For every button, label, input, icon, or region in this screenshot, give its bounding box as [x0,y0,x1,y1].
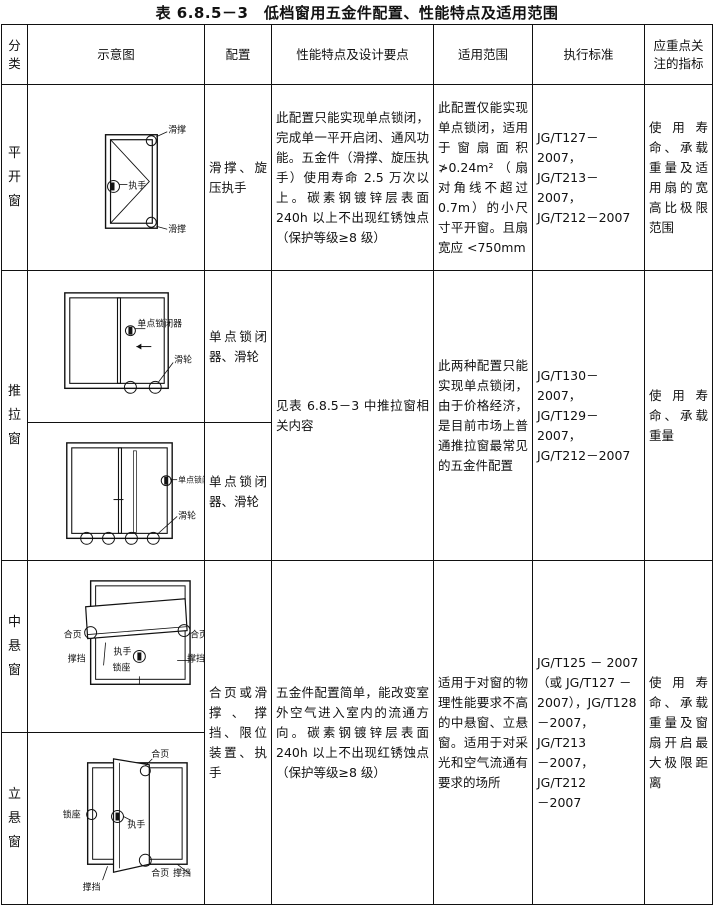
features-pivot: 五金件配置简单，能改变室外空气进入室内的流通方向。碳素钢镀锌层表面 240h 以… [271,560,434,906]
label-slide-top: 滑撑 [168,124,186,136]
category-sliding: 推 拉 窗 [1,269,28,562]
indicators-sliding: 使用寿命、承载重量 [644,269,713,562]
diagram-casement: 滑撑 执手 滑撑 [27,84,205,271]
label-stay-bottom: 撑挡 [83,881,101,893]
indicators-pivot: 使用寿命、承载重量及窗扇开启最大极限距离 [644,560,713,906]
label-stay-right-center: 撑挡 [187,653,204,665]
config-casement: 滑撑、旋压执手 [204,84,272,271]
label-wheel-b: 滑轮 [178,510,196,522]
row-casement: 平 开 窗 滑撑 执手 滑撑 滑撑、旋压执手 此配置只能实现单点锁闭，完成 [1,84,713,271]
row-vertical-pivot: 立 悬 窗 合页 锁座 执手 合页 [1,732,713,906]
header-diagram: 示意图 [27,24,205,85]
header-scope: 适用范围 [433,24,533,85]
header-config: 配置 [204,24,272,85]
standard-casement: JG/T127－2007， JG/T213－2007， JG/T212－2007 [532,84,645,271]
standard-pivot: JG/T125 － 2007 （或 JG/T127 － 2007），JG/T12… [532,560,645,906]
label-lock-b: 单点锁闭器 [178,475,204,485]
config-pivot: 合页或滑撑、撑挡、限位装置、执手 [204,560,272,906]
label-slide-bottom: 滑撑 [168,223,186,235]
category-center-pivot: 中 悬 窗 [1,560,28,734]
label-lock-vertical: 锁座 [63,809,81,821]
header-row: 分 类 示意图 配置 性能特点及设计要点 适用范围 执行标准 应重点关 注的指标 [1,24,713,85]
sliding-window-diagram-a: 单点锁闭器 滑轮 [64,292,192,394]
header-indicators: 应重点关 注的指标 [644,24,713,85]
config-sliding-a: 单点锁闭器、滑轮 [204,269,272,424]
category-casement: 平 开 窗 [1,84,28,271]
scope-sliding: 此两种配置只能实现单点锁闭，由于价格经济，是目前市场上普通推拉窗最常见的五金件配… [433,269,533,562]
scope-casement: 此配置仅能实现单点锁闭，适用于窗扇面积≯0.24m²（扇对角线不超过 0.7m）… [433,84,533,271]
label-hinge-right: 合页 [190,629,204,641]
label-lock-a: 单点锁闭器 [137,318,182,330]
casement-window-diagram: 滑撑 执手 滑撑 [104,124,186,235]
label-handle-vertical: 执手 [127,819,145,831]
sliding-window-diagram-b: 单点锁闭器 滑轮 [66,442,204,545]
header-features: 性能特点及设计要点 [271,24,434,85]
row-sliding-b: 单点锁闭器 滑轮 单点锁闭器、滑轮 [2,422,713,562]
scope-pivot: 适用于对窗的物理性能要求不高的中悬窗、立悬窗。适用于对采光和空气流通有要求的场所 [433,560,533,906]
label-stay-center: 撑挡 [68,653,86,665]
label-wheel-a: 滑轮 [174,353,192,365]
indicators-casement: 使用寿命、承载重量及适用扇的宽高比极限范围 [644,84,713,271]
center-pivot-window-diagram: 合页 合页 执手 撑挡 锁座 撑挡 [64,580,204,686]
features-casement: 此配置只能实现单点锁闭，完成单一平开启闭、通风功能。五金件（滑撑、旋压执手）使用… [271,84,434,271]
category-vertical-pivot: 立 悬 窗 [1,732,28,906]
row-sliding-a: 推 拉 窗 单点锁闭器 滑轮 单点锁闭器、滑轮 见表 6.8.5－3 中 [1,269,713,562]
diagram-vertical-pivot: 合页 锁座 执手 合页 撑挡 撑挡 [27,732,205,906]
diagram-center-pivot: 合页 合页 执手 撑挡 锁座 撑挡 [27,560,205,734]
label-stay-right-vertical: 撑挡 [173,868,191,880]
label-hinge-left: 合页 [64,629,82,641]
label-lock-center: 锁座 [113,662,131,674]
label-handle: 执手 [128,179,146,191]
label-handle-center: 执手 [114,646,132,658]
header-category: 分 类 [1,24,28,85]
features-sliding: 见表 6.8.5－3 中推拉窗相关内容 [271,269,434,562]
config-sliding-b: 单点锁闭器、滑轮 [204,422,272,562]
label-hinge-top: 合页 [151,748,169,760]
standard-sliding: JG/T130－2007， JG/T129－2007， JG/T212－2007 [532,269,645,562]
vertical-pivot-window-diagram: 合页 锁座 执手 合页 撑挡 撑挡 [63,748,191,893]
diagram-sliding-b: 单点锁闭器 滑轮 [27,422,205,562]
header-standard: 执行标准 [532,24,645,85]
hardware-table: 分 类 示意图 配置 性能特点及设计要点 适用范围 执行标准 应重点关 注的指标… [1,24,713,906]
diagram-sliding-a: 单点锁闭器 滑轮 [27,269,205,424]
row-center-pivot: 中 悬 窗 合页 合页 执手 撑挡 锁座 撑挡 [1,560,713,906]
label-hinge-bottom: 合页 [151,868,169,880]
table-title: 表 6.8.5－3 低档窗用五金件配置、性能特点及适用范围 [155,4,559,22]
